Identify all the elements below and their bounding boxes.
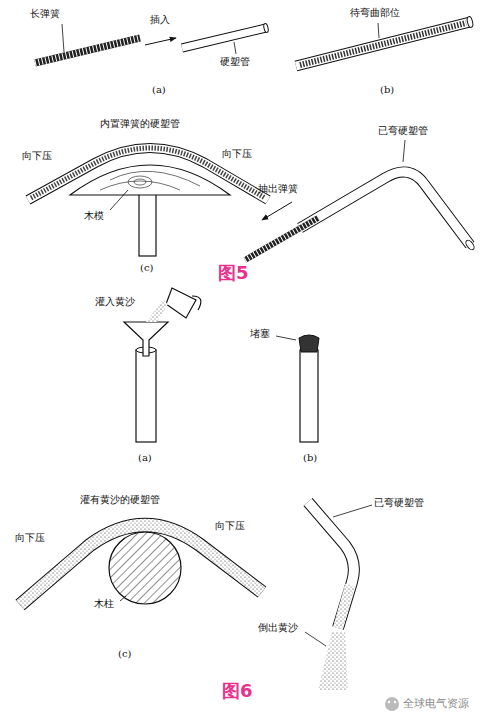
watermark-icon [385,697,399,711]
leader-line [378,23,379,38]
bent-pipe [300,172,470,245]
plug [299,335,319,352]
action-label: 向下压 [22,150,52,162]
wooden-mould [70,165,230,195]
funnel [124,322,168,356]
watermark-icon-eye [388,701,390,703]
spring [35,38,140,63]
figure-number: 图5 [218,262,249,284]
part-name: 内置弹簧的硬塑管 [100,118,180,130]
pipe-end [466,16,474,28]
subfigure-tag: (c) [118,648,131,660]
action-label: 向下压 [15,532,45,544]
part-name: 待弯曲部位 [350,7,400,19]
action-label: 倒出黄沙 [258,622,298,634]
sand-stream [146,300,168,322]
hard-pipe-inner [28,148,268,200]
leader-line [403,140,405,162]
leader-line [276,336,296,340]
pipe-end [464,239,475,251]
action-label: 向下压 [215,520,245,532]
wood-column [109,532,181,604]
figure-5 [28,16,476,260]
leader-line [234,42,236,54]
part-name: 灌有黄沙的硬塑管 [80,494,160,506]
spring-coil [245,218,318,260]
watermark: 全球电气资源 [403,697,469,710]
spring [300,23,466,65]
hard-pipe [300,350,318,442]
part-name: 堵塞 [250,328,270,340]
figure-number: 图6 [222,680,253,702]
sand-fill [338,585,350,628]
hard-pipe [296,22,470,66]
part-name: 长弹簧 [30,8,60,20]
pipe-end [263,23,269,33]
part-name: 已弯硬塑管 [374,497,424,509]
action-label: 向下压 [222,148,252,160]
hard-pipe [28,148,268,200]
part-name: 木模 [84,210,104,222]
hard-pipe [182,28,266,48]
bent-pipe [308,502,354,628]
leader-line [62,24,64,52]
subfigure-tag: (b) [303,452,317,464]
figure-6 [20,288,399,711]
bent-pipe-inner [300,172,470,245]
leader-line [333,505,372,517]
action-label: 抽出弹簧 [258,183,298,195]
hard-pipe-inner [296,22,470,66]
subfigure-tag: (b) [380,84,394,96]
leader-line [305,632,326,646]
bent-pipe-inner [308,502,354,628]
part-name: 硬塑管 [220,56,250,68]
spring-coil [35,38,140,63]
part-name: 已弯硬塑管 [378,125,428,137]
cup [166,288,196,318]
insert-arrow [145,38,176,45]
action-label: 灌入黄沙 [95,296,135,308]
leader-line [110,190,128,210]
hard-pipe [136,350,156,442]
falling-sand [318,632,348,690]
leader-line [120,596,126,601]
spring [245,218,318,260]
cup-handle [192,296,201,310]
wood-grain [100,171,200,190]
watermark-icon-eye [394,701,396,703]
sand-pipe [20,525,262,605]
pull-arrow [262,202,292,220]
sand-fill [20,525,262,605]
subfigure-tag: (c) [140,262,153,274]
subfigure-tag: (a) [138,452,152,464]
spring [31,148,265,198]
hard-pipe-inner [182,28,266,48]
subfigure-tag: (a) [152,84,166,96]
action-label: 插入 [150,14,170,26]
part-name: 木柱 [94,598,114,610]
